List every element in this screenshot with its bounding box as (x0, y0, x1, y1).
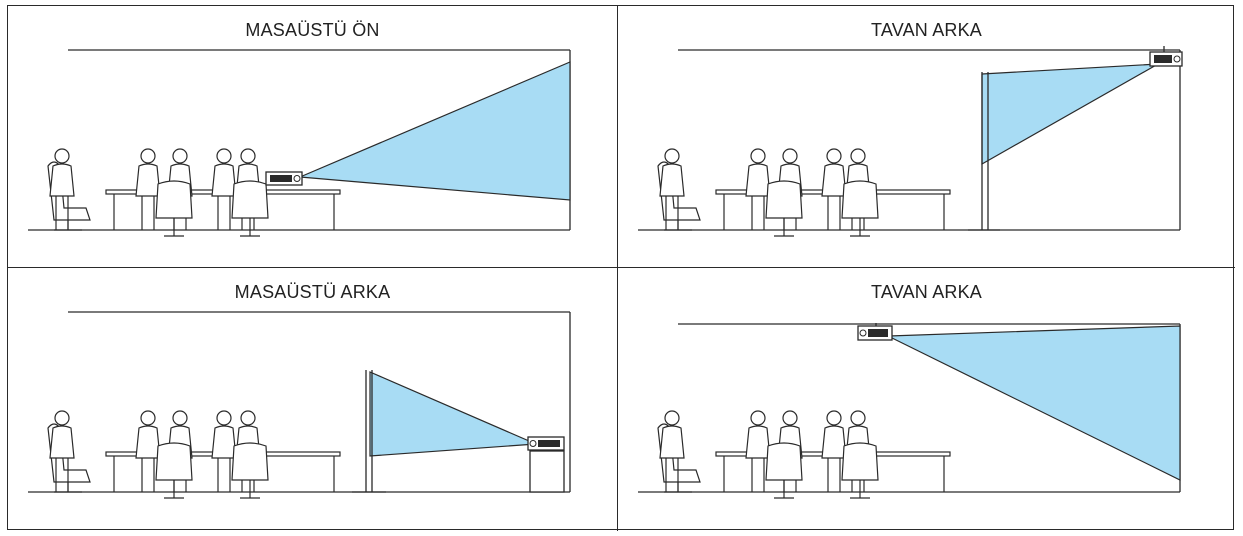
panel-desk-rear: MASAÜSTÜ ARKA (8, 268, 618, 531)
projector-icon (266, 172, 302, 185)
panel-desk-front: MASAÜSTÜ ÖN (8, 6, 618, 268)
audience-group (658, 149, 950, 236)
scene-ceiling-rear-1 (618, 6, 1235, 268)
chair (766, 181, 802, 218)
projection-beam (888, 326, 1180, 480)
projection-beam (982, 64, 1158, 164)
chair (232, 443, 268, 480)
panel-ceiling-rear-1: TAVAN ARKA (618, 6, 1235, 268)
chair (766, 443, 802, 480)
audience-group (48, 149, 340, 236)
projector-icon (1150, 46, 1182, 66)
audience-group (658, 411, 950, 498)
chair (232, 181, 268, 218)
chair (156, 443, 192, 480)
projector-icon (858, 323, 892, 340)
scene-desk-front (8, 6, 618, 268)
scene-desk-rear (8, 268, 618, 531)
chair (842, 181, 878, 218)
projection-beam (370, 372, 536, 456)
panel-ceiling-rear-2: TAVAN ARKA (618, 268, 1235, 531)
audience-group (48, 411, 340, 498)
projection-modes-grid: MASAÜSTÜ ÖN TAVAN ARKA (7, 5, 1234, 530)
scene-ceiling-rear-2 (618, 268, 1235, 531)
projection-beam (300, 62, 570, 200)
chair (156, 181, 192, 218)
chair (842, 443, 878, 480)
projector-stand (530, 451, 564, 492)
projector-icon (528, 437, 564, 450)
